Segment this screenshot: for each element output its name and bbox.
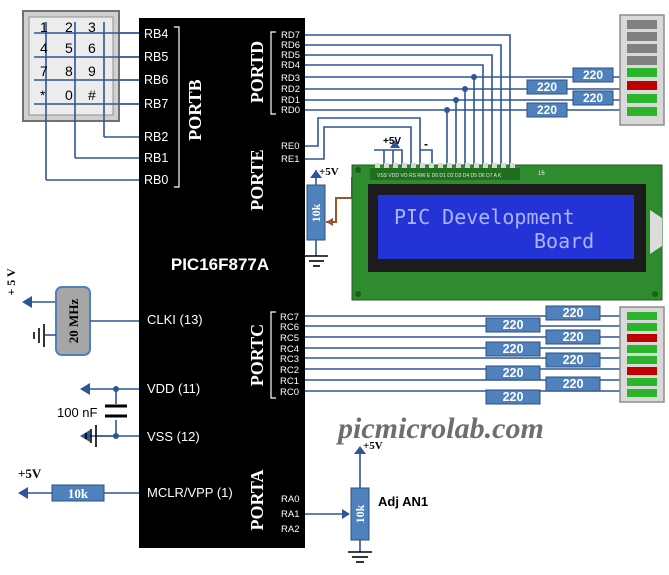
pic-chip: PIC16F877A RB4 RB5 RB6 RB7 RB2 RB1 RB0 P…: [139, 18, 305, 548]
pin-rd6: RD6: [281, 40, 300, 51]
crystal-label: 20 MHz: [66, 299, 81, 344]
key-1: 1: [40, 19, 48, 35]
watermark: picmicrolab.com: [335, 412, 544, 445]
pin-rc6: RC6: [280, 322, 299, 333]
lcd-ground-mark: -: [424, 137, 428, 151]
crystal-oscillator: + 5 V 20 MHz: [4, 268, 139, 356]
res-rc6-label: 220: [503, 318, 524, 332]
decoupling-cap: 100 nF: [57, 383, 127, 447]
an1-pot: +5V 10k Adj AN1: [305, 440, 428, 563]
pin-mclr: MCLR/VPP (1): [147, 485, 233, 500]
keypad: 1 2 3 4 5 6 7 8 9 * 0 #: [22, 10, 139, 181]
label-portb: PORTB: [185, 79, 205, 140]
chip-name: PIC16F877A: [171, 255, 269, 274]
res-rc5-label: 220: [563, 330, 584, 344]
key-7: 7: [40, 63, 48, 79]
label-porte: PORTE: [247, 149, 267, 210]
pin-clki: CLKI (13): [147, 312, 203, 327]
res-rc2-label: 220: [503, 366, 524, 380]
pin-rb5: RB5: [144, 50, 168, 64]
pot-lcd-label: 10k: [309, 203, 323, 222]
res-rc3-label: 220: [563, 353, 584, 367]
pin-ra0: RA0: [281, 494, 299, 505]
res-rc0-label: 220: [503, 390, 524, 404]
adj-an1-label: Adj AN1: [378, 494, 428, 509]
key-8: 8: [65, 63, 73, 79]
pot-lcd-supply: +5V: [319, 166, 339, 178]
an1-supply-label: +5V: [363, 440, 383, 452]
pin-rd3: RD3: [281, 73, 300, 84]
pin-rb6: RB6: [144, 73, 168, 87]
pin-rd1: RD1: [281, 95, 300, 106]
pin-rd0: RD0: [281, 105, 300, 116]
pin-rb7: RB7: [144, 97, 168, 111]
pin-rc4: RC4: [280, 344, 299, 355]
res-rc4-label: 220: [503, 342, 524, 356]
crystal-supply-label: + 5 V: [4, 268, 18, 296]
pin-vss: VSS (12): [147, 429, 200, 444]
led-bar-portc: [619, 306, 665, 403]
res-rc7-label: 220: [563, 306, 584, 320]
key-star: *: [40, 87, 46, 103]
pin-rb0: RB0: [144, 173, 168, 187]
pin-rd4: RD4: [281, 60, 300, 71]
key-4: 4: [40, 40, 48, 56]
lcd-line-2: Board: [534, 229, 594, 253]
res-rd0-label: 220: [537, 103, 557, 117]
key-9: 9: [88, 63, 96, 79]
led-resistors-top: 220 220 220 220: [526, 67, 614, 118]
res-rd1-label: 220: [583, 91, 603, 105]
portb-wires: [119, 32, 139, 105]
pin-rd2: RD2: [281, 84, 300, 95]
lcd-header-pins: VSS VDD VO RS RW E D0 D1 D2 D3 D4 D5 D6 …: [377, 173, 502, 179]
pin-re0: RE0: [281, 141, 299, 152]
key-6: 6: [88, 40, 96, 56]
key-hash: #: [88, 87, 96, 103]
pin-rb1: RB1: [144, 151, 168, 165]
lcd-pin-16: 16: [538, 171, 545, 177]
pin-rc2: RC2: [280, 365, 299, 376]
lcd-supply-label: +5V: [383, 136, 401, 147]
pin-rc5: RC5: [280, 333, 299, 344]
mclr-supply-label: +5V: [18, 466, 42, 481]
pin-re1: RE1: [281, 154, 299, 165]
label-porta: PORTA: [247, 469, 267, 530]
res-rd2-label: 220: [537, 80, 557, 94]
key-2: 2: [65, 19, 73, 35]
pin-rc1: RC1: [280, 376, 299, 387]
pin-rc7: RC7: [280, 312, 299, 323]
key-0: 0: [65, 87, 73, 103]
res-rd3-label: 220: [583, 68, 603, 82]
led-resistors-portc: 220 220 220 220 220 220 220 220: [485, 305, 601, 405]
lcd-module: VSS VDD VO RS RW E D0 D1 D2 D3 D4 D5 D6 …: [351, 163, 663, 301]
key-3: 3: [88, 19, 96, 35]
lcd-line-1: PIC Development: [394, 205, 575, 229]
an1-pot-label: 10k: [353, 504, 367, 523]
pin-vdd: VDD (11): [147, 381, 200, 396]
pin-rb2: RB2: [144, 130, 168, 144]
mclr-res-label: 10k: [68, 486, 89, 501]
lcd-contrast-pot: +5V 10k: [305, 166, 380, 267]
porte-wires: [305, 117, 433, 256]
cap-label: 100 nF: [57, 405, 98, 420]
pin-rc0: RC0: [280, 387, 299, 398]
pin-rd7: RD7: [281, 30, 300, 41]
lcd-power: +5V -: [383, 136, 428, 151]
label-portd: PORTD: [247, 41, 267, 103]
label-portc: PORTC: [247, 324, 267, 386]
key-5: 5: [65, 40, 73, 56]
res-rc1-label: 220: [563, 377, 584, 391]
pin-ra2: RA2: [281, 524, 299, 535]
mclr-circuit: +5V 10k: [18, 466, 139, 502]
pin-rb4: RB4: [144, 27, 168, 41]
pin-rd5: RD5: [281, 50, 300, 61]
pin-ra1: RA1: [281, 509, 299, 520]
led-bar-portd: [619, 14, 665, 126]
pin-rc3: RC3: [280, 354, 299, 365]
